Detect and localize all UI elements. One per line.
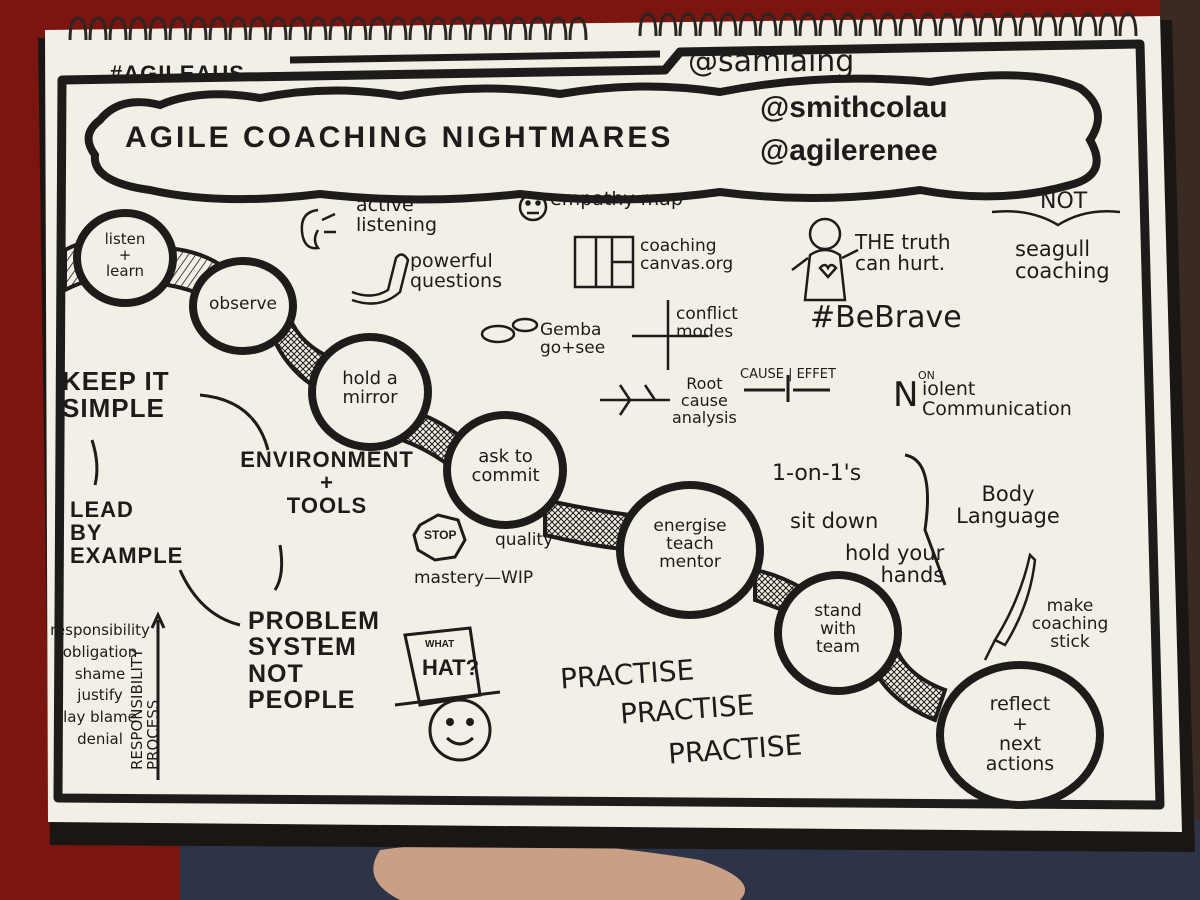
header-rule (289, 50, 661, 64)
seagull-label: seagull coaching (1015, 237, 1110, 284)
coaching-canvas-label: coaching canvas.org (640, 236, 734, 274)
body-language-label: Body Language (956, 482, 1060, 529)
hand-bottom (373, 842, 745, 900)
quality-label: quality (495, 530, 554, 550)
problem-system-label: PROBLEM SYSTEM NOT PEOPLE (248, 607, 380, 714)
drawn-frame (53, 39, 1165, 810)
step-circle-5 (616, 481, 764, 619)
step-label-commit: ask to commit (471, 446, 540, 486)
one-on-ones-label: 1-on-1's (772, 461, 862, 486)
responsibility-process-label: RESPONSIBILITY PROCESS (128, 648, 162, 770)
winding-path (63, 209, 1104, 809)
step-label-reflect: reflect + next actions (985, 693, 1055, 775)
page-title: AGILE COACHING NIGHTMARES (125, 121, 674, 154)
step-circle-7 (936, 661, 1104, 809)
hashtag-label: #AGILEAUS (110, 61, 245, 86)
stop-label: STOP (424, 528, 457, 542)
title-cloud (84, 71, 1102, 204)
step-label-listen: listen + learn (104, 230, 146, 280)
neutral-face-icon (518, 192, 548, 222)
bracket-lines (90, 375, 947, 780)
lead-by-example-label: LEAD BY EXAMPLE (70, 497, 184, 569)
root-cause-label: Root cause analysis (672, 374, 737, 427)
step-circle-4 (443, 411, 567, 529)
knife-icon (983, 552, 1037, 661)
hold-hands-label: hold your hands (845, 541, 945, 588)
hat-what-label: WHAT (425, 639, 455, 650)
cause-effet-label: CAUSE | EFFET (740, 367, 836, 382)
active-listening-label: active listening (356, 194, 438, 236)
top-hat-face-icon (394, 626, 501, 762)
environment-tools-label: ENVIRONMENT + TOOLS (240, 447, 414, 519)
gemba-label: Gemba go+see (540, 320, 606, 358)
make-coaching-stick-label: make coaching stick (1031, 596, 1109, 652)
step-label-stand: stand with team (814, 601, 862, 657)
nonviolent-n: N (893, 375, 919, 415)
step-circle-2 (189, 257, 297, 355)
conflict-label: conflict modes (676, 304, 738, 342)
canvas-grid-icon (573, 235, 635, 289)
mastery-wip-label: mastery—WIP (414, 568, 534, 588)
step-circle-6 (774, 571, 902, 695)
conflict-axes-icon (632, 300, 708, 370)
ear-icon (300, 208, 336, 250)
step-label-observe: observe (208, 294, 278, 314)
bebrave-label: #BeBrave (810, 300, 962, 335)
speaker-handle-2: @agilerenee (760, 134, 938, 167)
step-circle-3 (308, 333, 432, 451)
nonviolent-on: ON (918, 369, 935, 382)
powerful-questions-label: powerful questions (410, 250, 502, 292)
step-circle-1 (73, 209, 177, 307)
not-label: NOT (1040, 189, 1088, 214)
bicep-icon (351, 253, 410, 305)
truth-label: THE truth can hurt. (855, 230, 951, 275)
keep-it-simple-label: KEEP IT SIMPLE (62, 366, 170, 424)
speaker-handle-1: @smithcolau (760, 91, 948, 124)
spiral-binding (68, 12, 1138, 41)
footprints-icon (480, 317, 539, 344)
fishbone-icon (600, 384, 670, 416)
nonviolent-rest: iolent Communication (922, 378, 1072, 420)
sit-down-label: sit down (790, 509, 879, 533)
seagull-icon (991, 210, 1121, 227)
stop-sign-icon (412, 513, 467, 562)
empathy-map-label: empathy map (550, 188, 683, 210)
responsibility-list: responsibility obligation shame justify … (50, 621, 150, 748)
artist-handle: @samlaing (688, 44, 855, 79)
hat-label: HAT? (422, 655, 480, 680)
step-label-energise: energise teach mentor (653, 516, 727, 572)
person-heart-icon (791, 217, 859, 302)
step-label-mirror: hold a mirror (342, 368, 398, 408)
